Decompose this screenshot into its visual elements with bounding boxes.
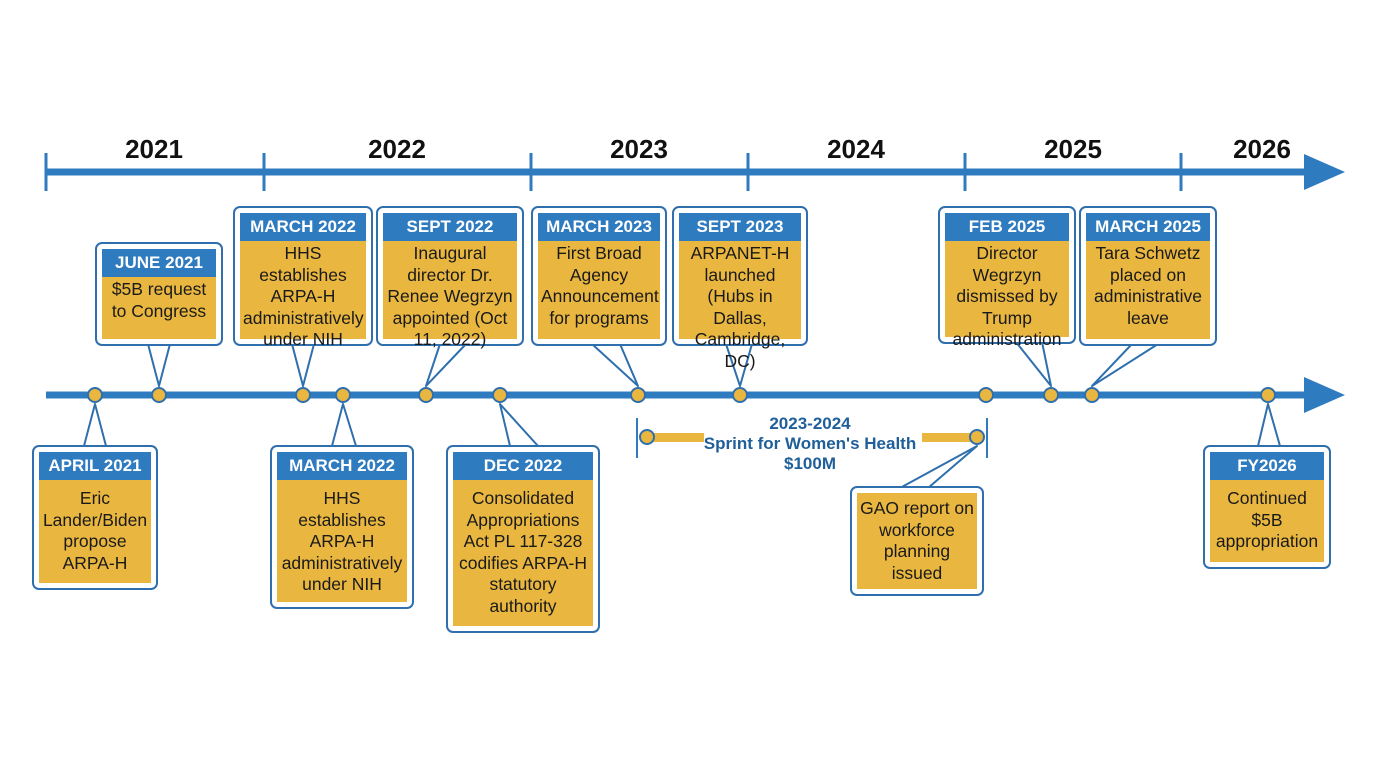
year-axis-arrowhead (1304, 154, 1345, 190)
sprint-bar-left (652, 433, 704, 442)
event-date: APRIL 2021 (39, 452, 151, 480)
event-dot (1043, 387, 1059, 403)
event-description: Tara Schwetz placed on administrative le… (1086, 241, 1210, 339)
event-dot (978, 387, 994, 403)
event-description: Consolidated Appropriations Act PL 117-3… (453, 480, 593, 626)
event-description: GAO report on workforce planning issued (857, 493, 977, 589)
event-description: Continued $5B appropriation (1210, 480, 1324, 562)
event-date: SEPT 2022 (383, 213, 517, 241)
event-dot (151, 387, 167, 403)
year-label-2026: 2026 (1233, 134, 1291, 164)
event-description: Director Wegrzyn dismissed by Trump admi… (945, 241, 1069, 349)
sprint-years: 2023-2024 (769, 414, 851, 433)
event-date: MARCH 2023 (538, 213, 660, 241)
event-date: JUNE 2021 (102, 249, 216, 277)
event-date: DEC 2022 (453, 452, 593, 480)
pointer-dec-2022 (499, 403, 539, 447)
pointer-april-2021 (83, 403, 107, 447)
event-dot (418, 387, 434, 403)
sprint-bar-right (922, 433, 974, 442)
event-date: MARCH 2022 (277, 452, 407, 480)
event-april-2021: APRIL 2021 Eric Lander/Biden propose ARP… (32, 445, 158, 590)
sprint-title: Sprint for Women's Health (703, 434, 917, 453)
event-dot (1260, 387, 1276, 403)
event-axis (46, 377, 1345, 413)
event-date: SEPT 2023 (679, 213, 801, 241)
event-dot (1084, 387, 1100, 403)
event-sept-2023: SEPT 2023 ARPANET-H launched (Hubs in Da… (672, 206, 808, 371)
event-date: MARCH 2022 (240, 213, 366, 241)
event-description: ARPANET-H launched (Hubs in Dallas, Camb… (679, 241, 801, 371)
pointer-march-2025 (1091, 343, 1159, 387)
sprint-start-marker (639, 429, 655, 445)
event-sept-2022: SEPT 2022 Inaugural director Dr. Renee W… (376, 206, 524, 349)
event-dec-2022: DEC 2022 Consolidated Appropriations Act… (446, 445, 600, 633)
event-description: Eric Lander/Biden propose ARPA-H (39, 480, 151, 583)
year-label-2025: 2025 (1044, 134, 1102, 164)
event-markers (87, 387, 1276, 403)
event-date: FEB 2025 (945, 213, 1069, 241)
event-dot (87, 387, 103, 403)
event-date: FY2026 (1210, 452, 1324, 480)
event-dot (335, 387, 351, 403)
sprint-end-marker (969, 429, 985, 445)
event-feb-2025: FEB 2025 Director Wegrzyn dismissed by T… (938, 206, 1076, 349)
event-dot (630, 387, 646, 403)
event-description: First Broad Agency Announcement for prog… (538, 241, 660, 339)
event-description: HHS establishes ARPA-H administratively … (277, 480, 407, 602)
sprint-bracket (636, 418, 988, 458)
year-label-2021: 2021 (125, 134, 183, 164)
year-label-2023: 2023 (610, 134, 668, 164)
event-dot (732, 387, 748, 403)
sprint-amount: $100M (784, 454, 836, 473)
pointer-june-2021 (147, 343, 171, 387)
pointer-fy2026 (1257, 403, 1281, 447)
event-march-2023: MARCH 2023 First Broad Agency Announceme… (531, 206, 667, 346)
pointer-march-2022-bottom (331, 403, 357, 447)
event-gao-report: GAO report on workforce planning issued (850, 486, 984, 596)
event-dot (295, 387, 311, 403)
event-description: Inaugural director Dr. Renee Wegrzyn app… (383, 241, 517, 349)
event-march-2022-bottom: MARCH 2022 HHS establishes ARPA-H admini… (270, 445, 414, 609)
year-axis (44, 153, 1345, 191)
event-fy2026: FY2026 Continued $5B appropriation (1203, 445, 1331, 569)
event-axis-arrowhead (1304, 377, 1345, 413)
event-june-2021: JUNE 2021 $5B request to Congress (95, 242, 223, 346)
year-label-2024: 2024 (827, 134, 885, 164)
event-description: $5B request to Congress (102, 277, 216, 339)
event-date: MARCH 2025 (1086, 213, 1210, 241)
event-march-2025: MARCH 2025 Tara Schwetz placed on admini… (1079, 206, 1217, 346)
callout-pointers (83, 341, 1281, 489)
event-description: HHS establishes ARPA-H administratively … (240, 241, 366, 349)
pointer-march-2023 (591, 343, 639, 387)
event-dot (492, 387, 508, 403)
year-label-2022: 2022 (368, 134, 426, 164)
sprint-label: 2023-2024 Sprint for Women's Health $100… (690, 414, 930, 474)
event-march-2022-top: MARCH 2022 HHS establishes ARPA-H admini… (233, 206, 373, 349)
